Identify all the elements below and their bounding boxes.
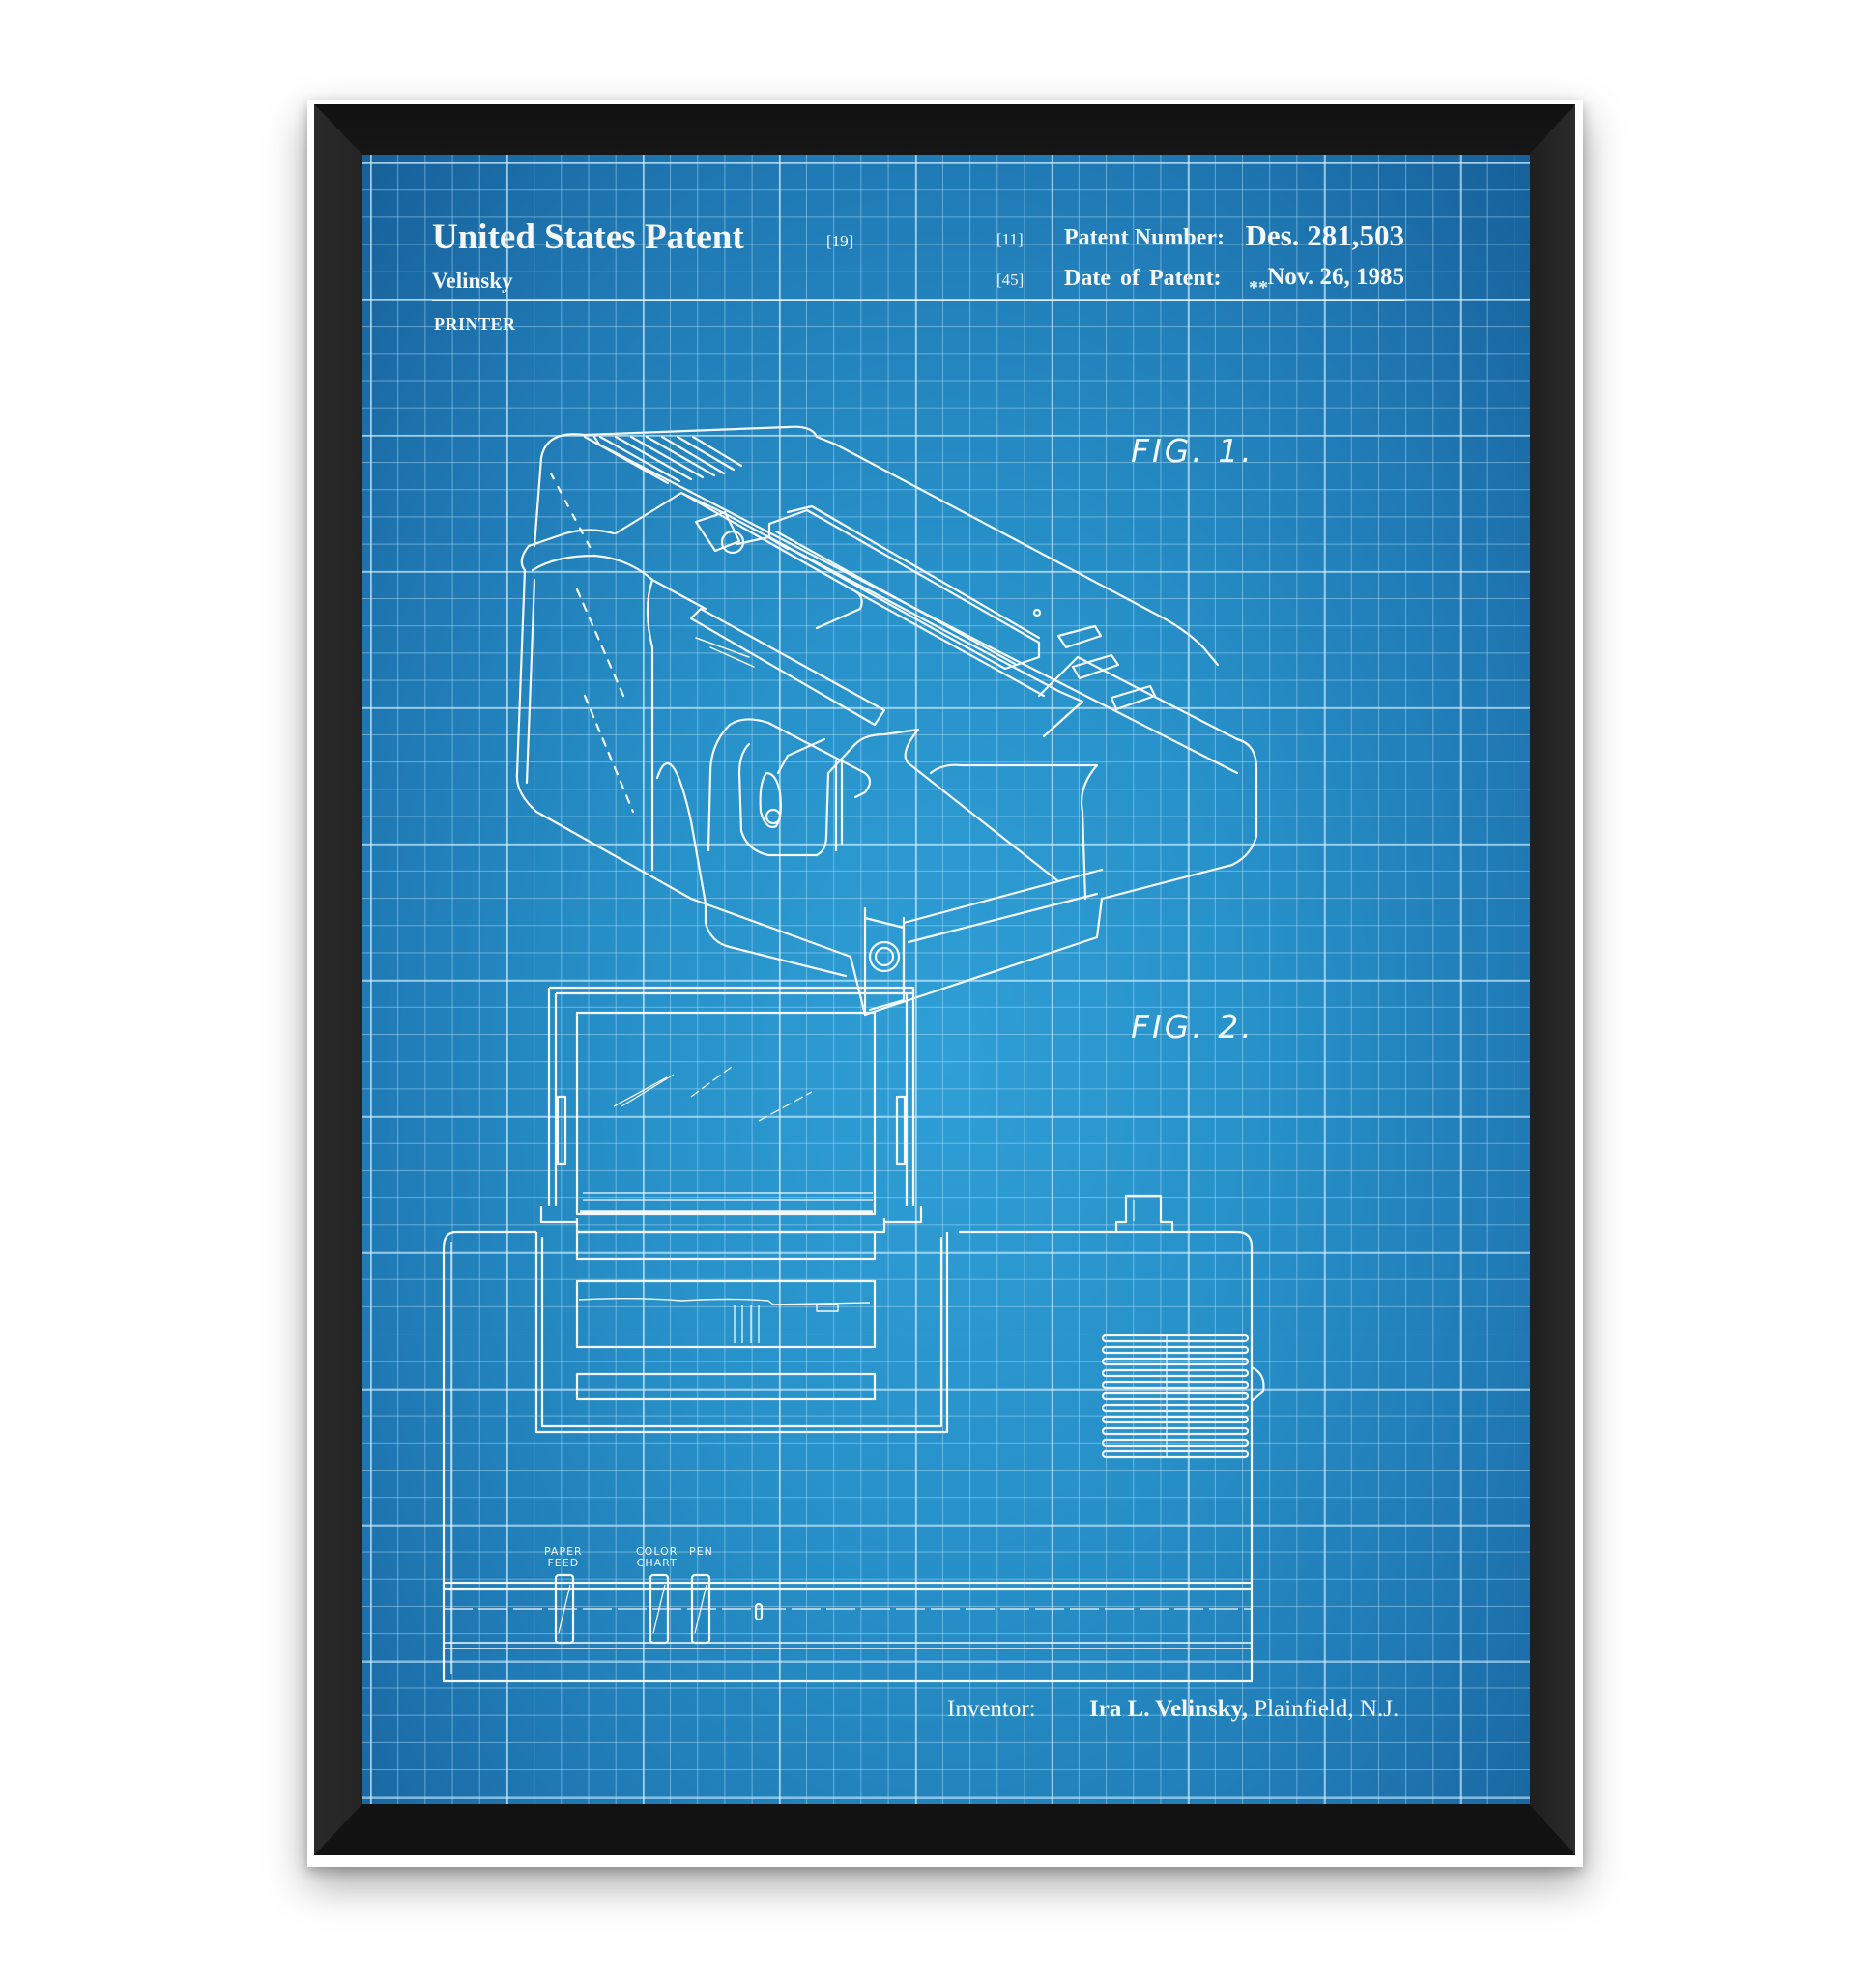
patent-date-marker: ** — [1249, 277, 1268, 299]
inventor-value: Ira L. Velinsky, Plainfield, N.J. — [1089, 1696, 1399, 1723]
figure-2-label: FIG. 2. — [1131, 1008, 1255, 1046]
patent-number-tag: [11] — [996, 230, 1024, 248]
pen-label: PEN — [689, 1545, 713, 1558]
frame-bevel-right — [1529, 104, 1575, 1855]
patent-number-value: Des. 281,503 — [1245, 218, 1404, 252]
frame-bevel-left — [314, 104, 362, 1855]
patent-date-tag: [45] — [996, 271, 1025, 289]
control-buttons — [556, 1575, 762, 1643]
inventor-location: Plainfield, N.J. — [1254, 1696, 1400, 1722]
frame-bevel-bottom — [314, 1804, 1575, 1855]
color-chart-label: COLOR CHART — [636, 1545, 678, 1569]
patent-header-title: United States Patent — [432, 217, 744, 257]
patent-number-label: Patent Number: — [1064, 225, 1225, 250]
patent-subject: PRINTER — [434, 314, 516, 333]
patent-date-value: Nov. 26, 1985 — [1267, 264, 1404, 290]
patent-date-label: Date of Patent: — [1064, 266, 1222, 291]
blueprint-print: United States Patent [19] Velinsky PRINT… — [362, 155, 1530, 1804]
figure-2-drawing — [362, 155, 1530, 1804]
vent-grille — [1103, 1335, 1248, 1457]
figure-1-drawing — [362, 155, 1530, 1804]
printer-front-outline — [444, 988, 1264, 1681]
inventor-name: Ira L. Velinsky, — [1089, 1696, 1248, 1722]
patent-header-tag: [19] — [826, 232, 854, 250]
patent-author: Velinsky — [432, 269, 513, 293]
printer-body-outline — [517, 427, 1256, 1015]
figure-1-label: FIG. 1. — [1131, 432, 1255, 470]
paper-feed-label: PAPER FEED — [544, 1545, 583, 1569]
header-rule — [432, 300, 1404, 301]
inventor-label: Inventor: — [947, 1696, 1036, 1722]
frame-bevel-top — [314, 104, 1575, 155]
